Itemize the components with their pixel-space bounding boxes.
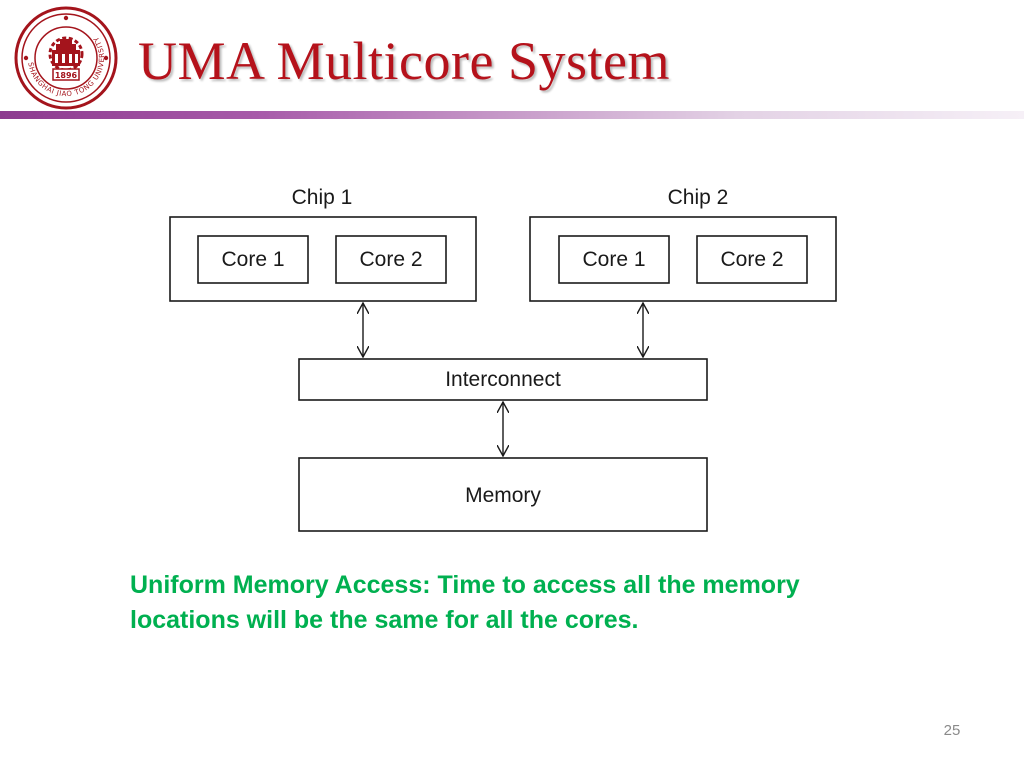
interconnect: Interconnect — [298, 358, 708, 401]
svg-text:1896: 1896 — [55, 71, 78, 80]
chip-2-label: Chip 2 — [668, 186, 729, 209]
chip-2-core-2-box — [696, 235, 808, 284]
memory-box — [298, 457, 708, 532]
university-logo-icon: SHANGHAI JIAO TONG UNIVERSITY 1896 — [14, 6, 118, 110]
interconnect-box — [298, 358, 708, 401]
chip-2: Chip 2 Core 1 Core 2 — [529, 186, 837, 302]
title-underline-bar — [0, 111, 1024, 119]
page-number: 25 — [943, 722, 961, 739]
memory-label: Memory — [465, 484, 541, 507]
slide-title: UMA Multicore System — [138, 31, 670, 91]
chip-1-core-1-label: Core 1 — [221, 248, 284, 271]
chip-1-core-1-box — [197, 235, 309, 284]
chip-1-label: Chip 1 — [292, 186, 353, 209]
chip-2-core-1-box — [558, 235, 670, 284]
chip-2-core-2-label: Core 2 — [720, 248, 783, 271]
memory: Memory — [298, 457, 708, 532]
uma-definition-caption: Uniform Memory Access: Time to access al… — [130, 571, 800, 634]
chip-1: Chip 1 Core 1 Core 2 — [169, 186, 477, 302]
chip-2-core-1-label: Core 1 — [582, 248, 645, 271]
chip-1-core-2-label: Core 2 — [359, 248, 422, 271]
chip-1-core-2-box — [335, 235, 447, 284]
interconnect-label: Interconnect — [445, 368, 561, 391]
